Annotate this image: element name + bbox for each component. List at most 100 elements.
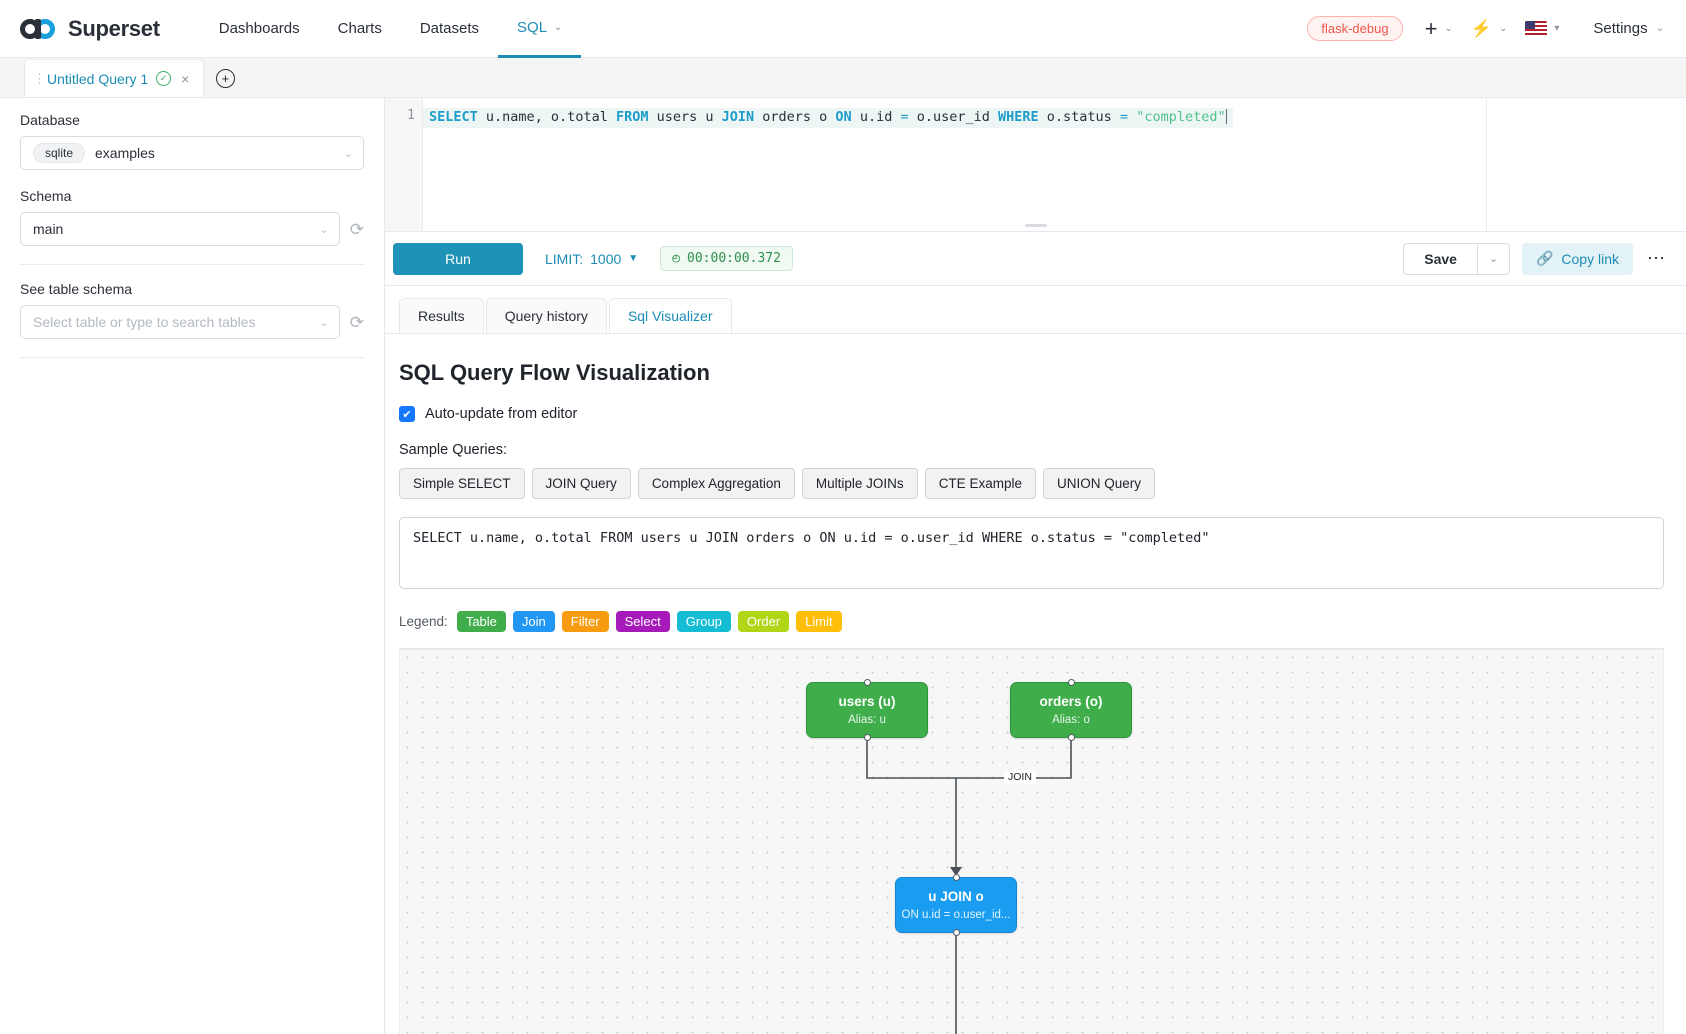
page-title: SQL Query Flow Visualization	[399, 360, 710, 385]
refresh-tables-icon[interactable]: ⟳	[349, 312, 364, 332]
sample-queries-row: Simple SELECT JOIN Query Complex Aggrega…	[399, 468, 1664, 499]
graph-node-title: u JOIN o	[928, 889, 984, 904]
nav-link-sql[interactable]: SQL ⌄	[498, 0, 582, 58]
table-select-placeholder: Select table or type to search tables	[33, 314, 256, 330]
table-select[interactable]: Select table or type to search tables ⌄	[20, 305, 340, 339]
sample-query-simple-select[interactable]: Simple SELECT	[399, 468, 525, 499]
brand-name: Superset	[68, 15, 160, 41]
schema-select[interactable]: main ⌄	[20, 212, 340, 246]
nav-link-datasets[interactable]: Datasets	[401, 0, 498, 58]
copy-link-button[interactable]: 🔗 Copy link	[1521, 242, 1633, 275]
graph-node-orders[interactable]: orders (o)Alias: o	[1010, 679, 1132, 741]
drag-dots-icon[interactable]: ⋮	[33, 71, 46, 86]
tab-results[interactable]: Results	[399, 298, 484, 333]
query-timer: ◴ 00:00:00.372	[660, 246, 793, 271]
sample-query-complex-aggregation[interactable]: Complex Aggregation	[637, 468, 795, 499]
sample-query-union-query[interactable]: UNION Query	[1042, 468, 1155, 499]
auto-update-row: ✔ Auto-update from editor	[399, 406, 1664, 422]
tab-sql-visualizer[interactable]: Sql Visualizer	[608, 298, 732, 333]
chevron-down-icon: ⌄	[1655, 23, 1664, 34]
run-button[interactable]: Run	[393, 242, 523, 275]
nav-right-group: flask-debug + ⌄ ⚡ ⌄ ▾ Settings ⌄	[1307, 16, 1664, 41]
code-token: SELECT	[429, 109, 478, 125]
limit-dropdown[interactable]: LIMIT: 1000 ▼	[545, 251, 638, 267]
left-schema-panel: Database sqlite examples ⌄ Schema main ⌄…	[0, 98, 385, 1034]
query-tab-strip: ⋮ Untitled Query 1 ✓ × +	[0, 58, 1686, 98]
plus-icon: +	[1424, 15, 1438, 41]
editor-resize-handle[interactable]	[1024, 224, 1047, 227]
flask-debug-badge[interactable]: flask-debug	[1307, 16, 1403, 41]
limit-value: 1000	[590, 250, 622, 267]
code-token: o.user_id	[908, 109, 999, 125]
legend-chip-join: Join	[512, 611, 555, 632]
auto-update-checkbox[interactable]: ✔	[399, 406, 415, 422]
legend-chip-limit: Limit	[796, 611, 842, 632]
legend: Legend: Table Join Filter Select Group O…	[399, 611, 1664, 632]
chevron-down-icon: ▼	[628, 253, 639, 264]
refresh-schema-icon[interactable]: ⟳	[349, 219, 364, 239]
code-token: WHERE	[998, 109, 1039, 125]
query-tab-untitled-query-1[interactable]: ⋮ Untitled Query 1 ✓ ×	[24, 59, 205, 97]
node-port-top[interactable]	[952, 874, 960, 881]
node-port-top[interactable]	[1067, 679, 1075, 686]
sql-visualizer-panel: SQL Query Flow Visualization ✔ Auto-upda…	[385, 334, 1686, 1034]
tab-query-history[interactable]: Query history	[485, 298, 607, 333]
node-port-top[interactable]	[863, 679, 871, 686]
code-token: u.id	[851, 109, 901, 125]
schema-value: main	[33, 221, 64, 237]
nav-link-charts[interactable]: Charts	[319, 0, 401, 58]
editor-right-gutter	[1486, 98, 1686, 231]
sample-query-multiple-joins[interactable]: Multiple JOINs	[801, 468, 918, 499]
sample-queries-label: Sample Queries:	[399, 442, 507, 458]
query-flow-canvas[interactable]: users (u)Alias: u orders (o)Alias: o u JOI…	[399, 649, 1664, 1034]
panel-divider-bottom	[20, 357, 364, 358]
panel-divider	[20, 264, 364, 265]
superset-logo-icon	[20, 17, 58, 41]
editor-code-line: SELECT u.name, o.total FROM users u JOIN…	[423, 108, 1233, 128]
new-item-menu[interactable]: + ⌄	[1424, 15, 1453, 41]
check-circle-icon: ✓	[156, 71, 172, 86]
legend-divider	[399, 648, 1664, 649]
code-token: o.status	[1038, 109, 1120, 125]
chevron-down-icon: ⌄	[1498, 23, 1508, 34]
code-token: u.name, o.total	[477, 109, 616, 125]
visualizer-controls: SQL Query Flow Visualization ✔ Auto-upda…	[385, 360, 1686, 649]
nav-link-dashboards[interactable]: Dashboards	[200, 0, 319, 58]
node-port-bottom[interactable]	[1067, 734, 1075, 741]
code-token: FROM	[615, 109, 649, 125]
node-port-bottom[interactable]	[952, 929, 960, 936]
sql-editor[interactable]: 1 SELECT u.name, o.total FROM users u JO…	[385, 98, 1686, 232]
close-icon[interactable]: ×	[181, 70, 190, 87]
code-token: =	[1119, 109, 1129, 125]
legend-chip-select: Select	[615, 611, 670, 632]
more-options-icon[interactable]: ⋯	[1647, 248, 1666, 268]
add-query-tab-button[interactable]: +	[204, 59, 246, 97]
schema-label: Schema	[20, 188, 72, 204]
sample-query-join-query[interactable]: JOIN Query	[531, 468, 631, 499]
node-port-bottom[interactable]	[863, 734, 871, 741]
bolt-menu[interactable]: ⚡ ⌄	[1471, 20, 1508, 37]
sample-query-cte-example[interactable]: CTE Example	[924, 468, 1036, 499]
editor-gutter: 1	[385, 98, 423, 231]
plus-circle-icon: +	[215, 68, 235, 88]
graph-node-title: orders (o)	[1039, 694, 1103, 709]
graph-node-users[interactable]: users (u)Alias: u	[806, 679, 928, 741]
clock-icon: ◴	[672, 251, 681, 266]
save-dropdown-button[interactable]: ⌄	[1477, 242, 1510, 275]
language-menu[interactable]: ▾	[1525, 21, 1559, 36]
code-token: orders o	[754, 109, 836, 125]
settings-menu[interactable]: Settings ⌄	[1593, 20, 1664, 37]
database-select[interactable]: sqlite examples ⌄	[20, 136, 364, 170]
brand-logo-group[interactable]: Superset	[20, 16, 160, 42]
schema-row: main ⌄ ⟳	[20, 212, 364, 246]
graph-node-subtitle: Alias: u	[848, 714, 886, 726]
editor-code-area[interactable]: SELECT u.name, o.total FROM users u JOIN…	[423, 98, 1486, 231]
chevron-down-icon: ⌄	[343, 147, 353, 160]
sql-input-textarea[interactable]	[399, 517, 1664, 589]
nav-link-datasets-label: Datasets	[419, 20, 480, 37]
top-navbar: Superset Dashboards Charts Datasets SQL …	[0, 0, 1686, 58]
save-button[interactable]: Save	[1403, 242, 1478, 275]
code-token	[1128, 109, 1136, 125]
chevron-down-icon: ⌄	[554, 21, 563, 33]
